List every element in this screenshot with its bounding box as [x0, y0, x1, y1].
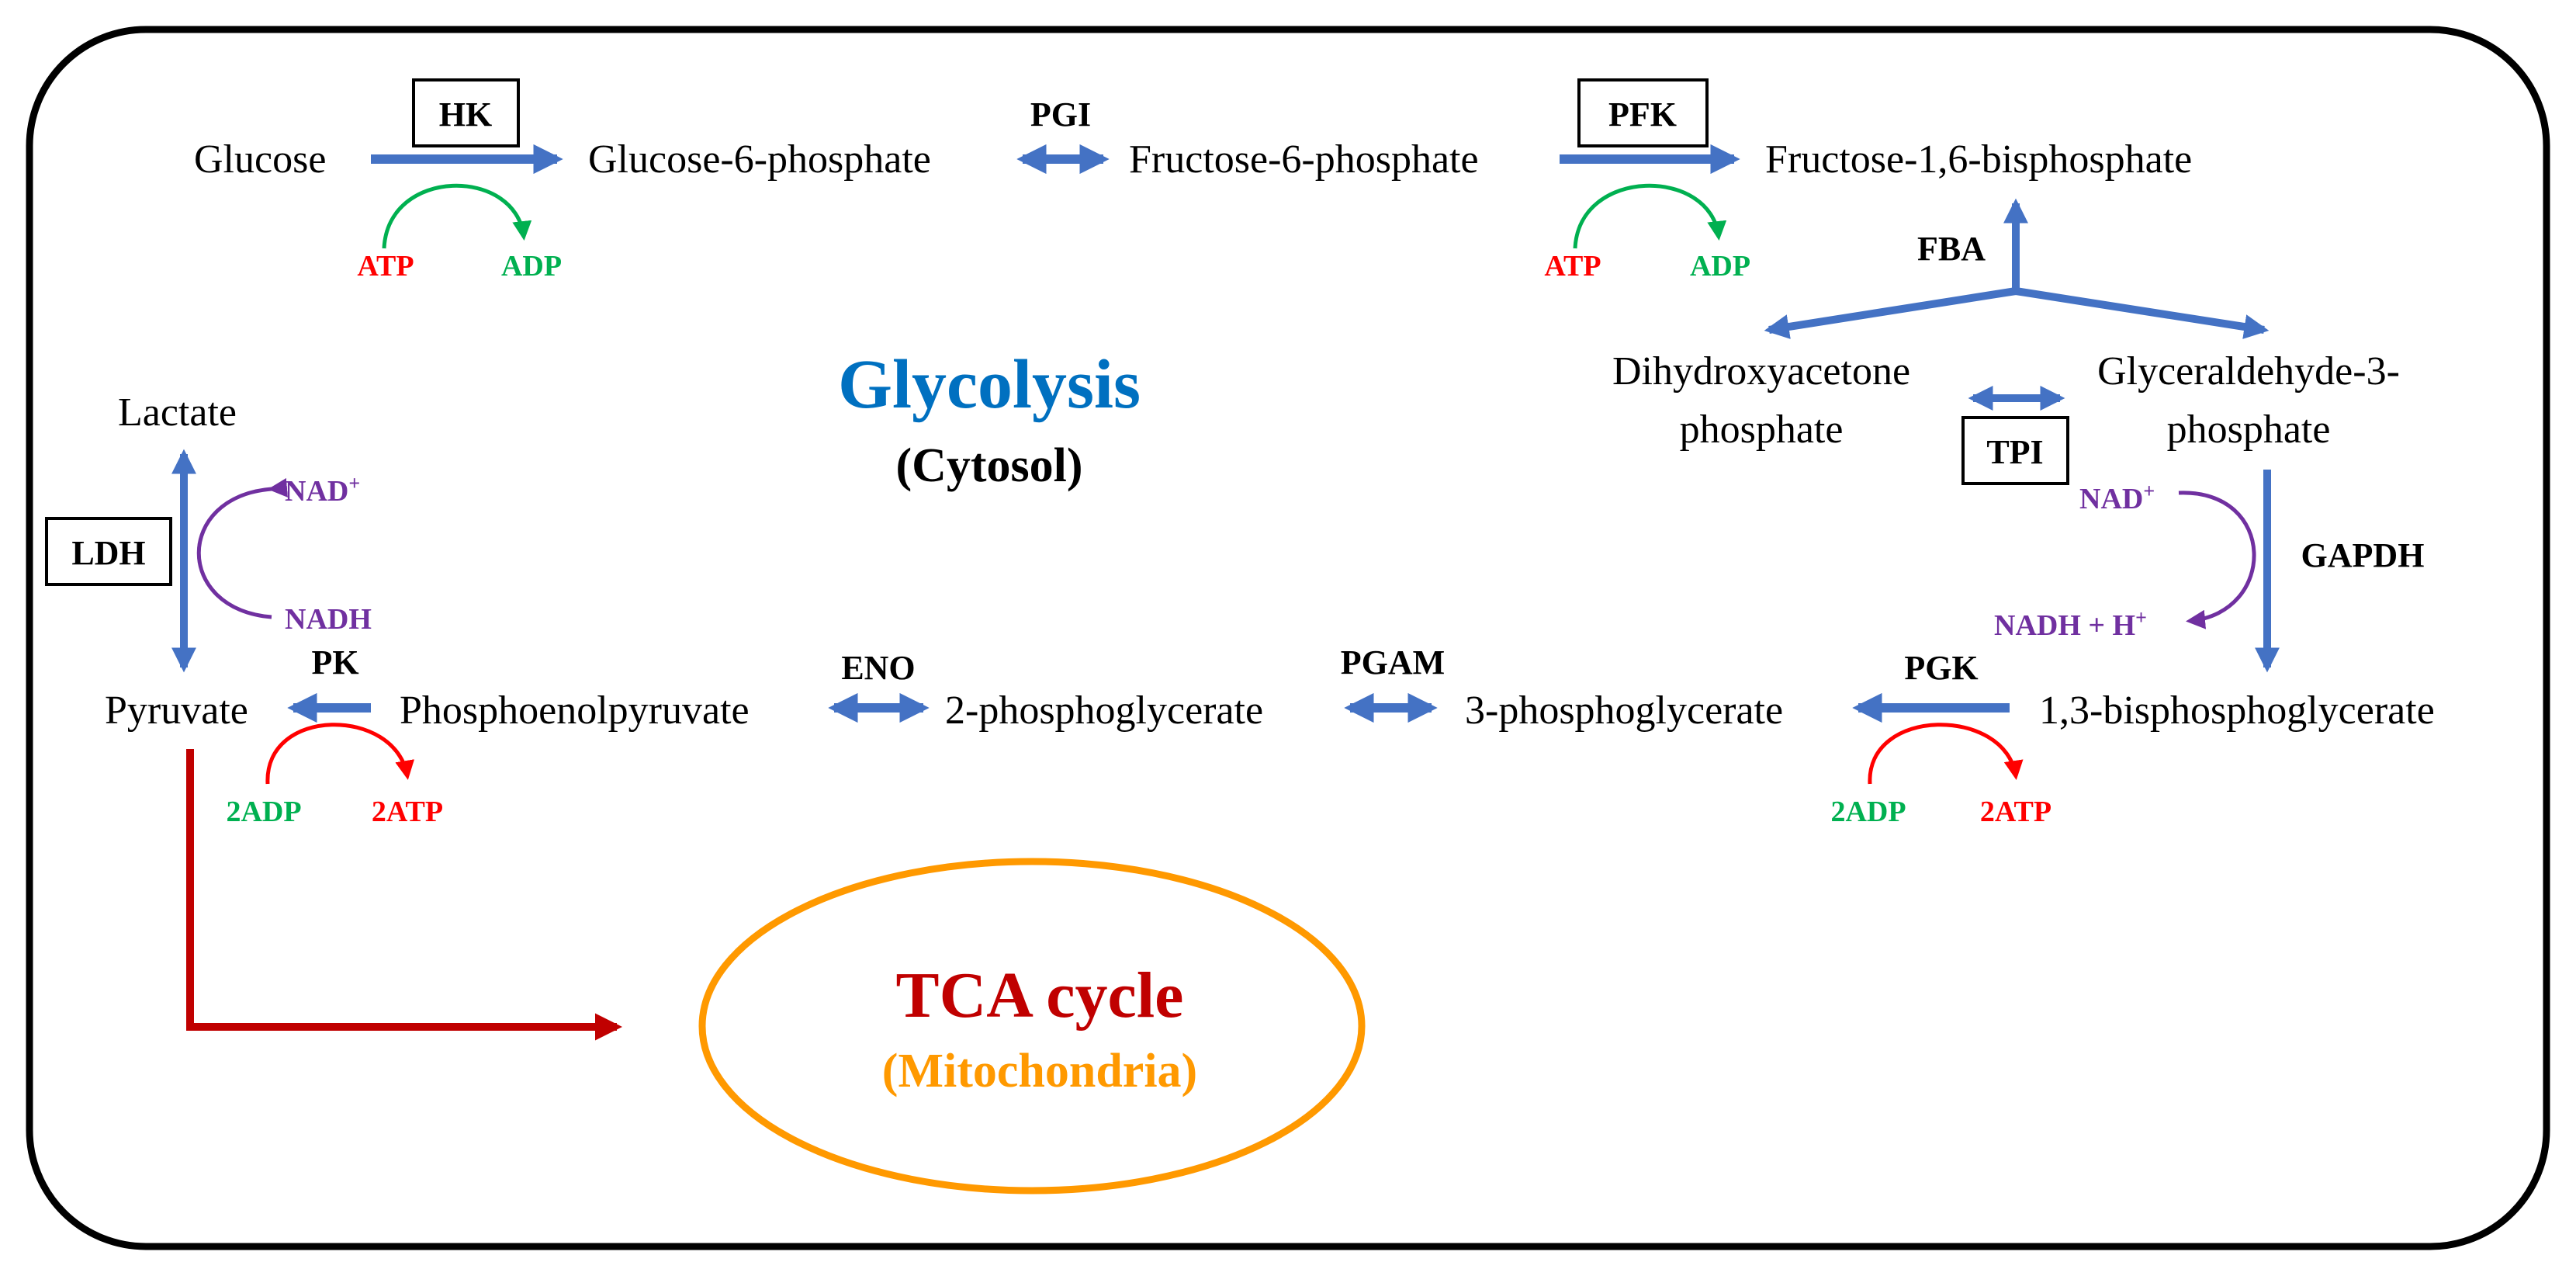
1-3-bisphosphoglycerate-label: 1,3-bisphosphoglycerate	[2039, 688, 2435, 733]
cell-border	[26, 26, 2550, 1250]
gapdh-nad-text: NAD	[2079, 483, 2143, 515]
3-phosphoglycerate-label: 3-phosphoglycerate	[1465, 688, 1783, 733]
pgi-enzyme-label: PGI	[1030, 95, 1091, 133]
eno-enzyme-label: ENO	[841, 649, 915, 687]
gapdh-nad-arrow	[2178, 491, 2256, 629]
gapdh-nadh-text: NADH + H	[1994, 609, 2135, 642]
tpi-enzyme-label: TPI	[1986, 433, 2043, 471]
gapdh-nadh-label: NADH + H+	[1994, 606, 2147, 642]
lactate-label: Lactate	[118, 390, 237, 435]
mitochondria-label: (Mitochondria)	[882, 1045, 1197, 1097]
pgk-2adp-label: 2ADP	[1830, 796, 1906, 828]
hk-atp-adp-arrow	[382, 183, 532, 249]
pfk-atp-label: ATP	[1544, 250, 1601, 283]
dhap-label-line1: Dihydroxyacetone	[1612, 349, 1910, 394]
gapdh-nad-label: NAD+	[2079, 480, 2155, 515]
glucose-label: Glucose	[194, 137, 326, 182]
hk-atp-label: ATP	[357, 250, 414, 283]
hk-adp-label: ADP	[501, 250, 562, 283]
2-phosphoglycerate-label: 2-phosphoglycerate	[945, 688, 1263, 733]
ldh-nadh-label: NADH	[285, 603, 372, 636]
tpi-enzyme-box	[1961, 416, 2069, 485]
g3p-label-line2: phosphate	[2167, 407, 2331, 452]
gapdh-nadh-sup: +	[2135, 606, 2147, 629]
fba-enzyme-label: FBA	[1917, 230, 1986, 268]
pgk-adp-atp-arrow	[1868, 723, 2024, 785]
tca-cycle-title: TCA cycle	[896, 959, 1184, 1032]
gapdh-nad-sup: +	[2143, 480, 2155, 502]
fructose-1-6-bisphosphate-label: Fructose-1,6-bisphosphate	[1765, 137, 2192, 182]
dhap-label-line2: phosphate	[1680, 407, 1844, 452]
ldh-nad-text: NAD	[285, 475, 348, 508]
fba-arrow-left	[1764, 287, 2017, 339]
gapdh-enzyme-label: GAPDH	[2301, 536, 2425, 574]
ldh-enzyme-box	[45, 517, 172, 586]
pk-2adp-label: 2ADP	[226, 796, 301, 828]
pyruvate-to-tca-arrow	[186, 749, 622, 1041]
hk-enzyme-label: HK	[439, 95, 492, 133]
pfk-enzyme-box	[1577, 78, 1709, 147]
cytosol-label: (Cytosol)	[895, 439, 1082, 492]
pyruvate-label: Pyruvate	[105, 688, 248, 733]
glucose-6-phosphate-label: Glucose-6-phosphate	[588, 137, 931, 182]
pk-adp-atp-arrow	[265, 723, 415, 785]
pgk-2atp-label: 2ATP	[1980, 796, 2051, 828]
fba-arrow-right	[2015, 287, 2270, 339]
glycolysis-title: Glycolysis	[838, 346, 1141, 423]
pk-enzyme-label: PK	[311, 643, 358, 681]
fructose-6-phosphate-label: Fructose-6-phosphate	[1129, 137, 1479, 182]
pgk-enzyme-label: PGK	[1904, 649, 1978, 687]
ldh-nad-label: NAD+	[285, 472, 360, 508]
pfk-adp-label: ADP	[1690, 250, 1750, 283]
pfk-enzyme-label: PFK	[1608, 95, 1677, 133]
ldh-enzyme-label: LDH	[71, 534, 145, 572]
pgam-enzyme-label: PGAM	[1341, 643, 1445, 681]
hk-enzyme-box	[412, 78, 520, 147]
phosphoenolpyruvate-label: Phosphoenolpyruvate	[400, 688, 750, 733]
mitochondria-ellipse	[698, 858, 1366, 1195]
ldh-nad-sup: +	[348, 472, 360, 494]
pk-2atp-label: 2ATP	[372, 796, 443, 828]
pfk-atp-adp-arrow	[1573, 183, 1727, 249]
ldh-nad-arrow	[196, 477, 288, 619]
g3p-label-line1: Glyceraldehyde-3-	[2097, 349, 2400, 394]
